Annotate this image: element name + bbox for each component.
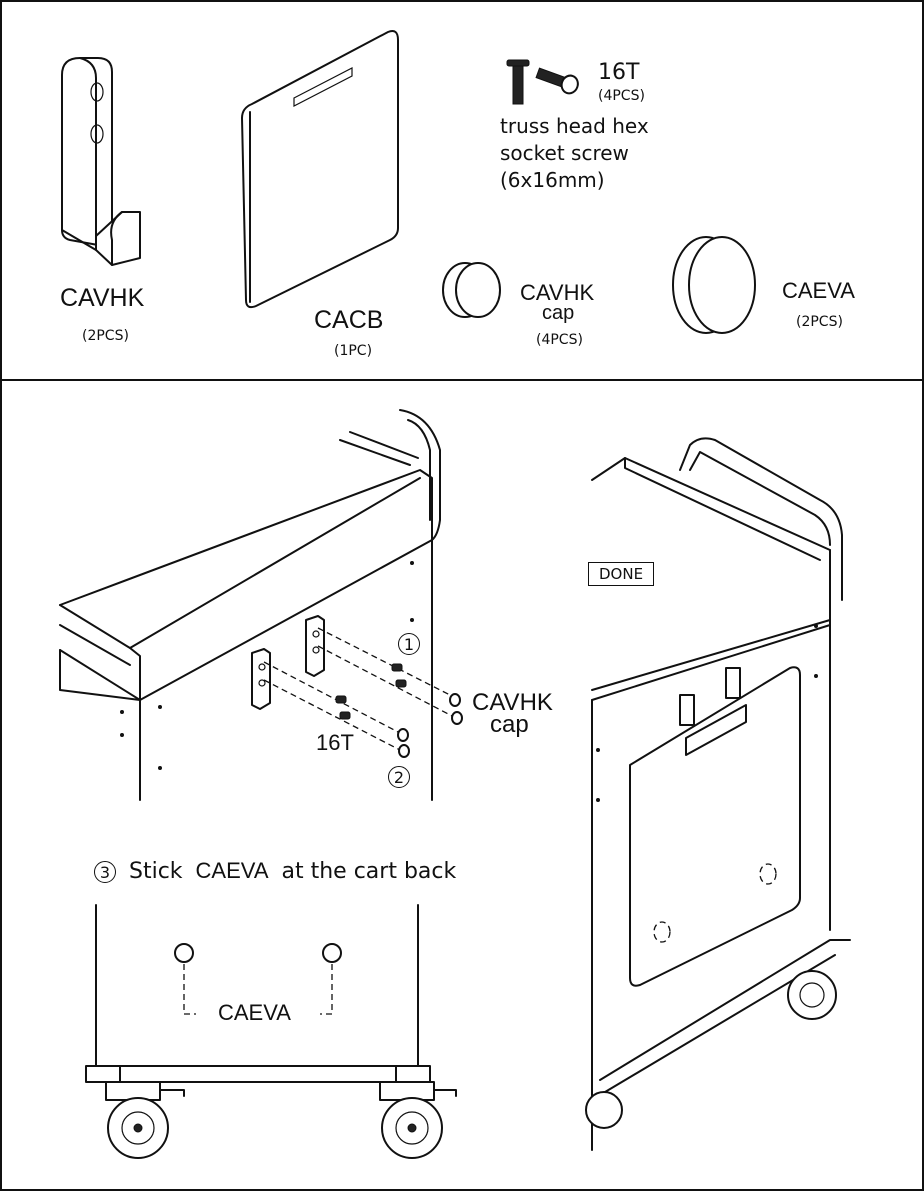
cavhk-name: CAVHK (60, 284, 145, 312)
step3-text-a: Stick (129, 859, 183, 884)
cart-done-drawing (585, 437, 851, 1151)
cacb-qty: (1PC) (334, 343, 373, 359)
caeva-qty: (2PCS) (796, 314, 843, 330)
step3-marker: 3 (94, 861, 116, 883)
assembly-panel (0, 379, 924, 1191)
screw-code: 16T (598, 60, 640, 85)
cacb-name: CACB (314, 306, 384, 334)
step3-instruction: 3 Stick CAEVA at the cart back (94, 858, 456, 884)
cavhk-qty: (2PCS) (82, 328, 129, 344)
screw-desc-line3: (6x16mm) (500, 168, 605, 192)
screw-desc-line2: socket screw (500, 141, 629, 165)
done-label: DONE (588, 562, 655, 586)
screw-desc-line1: truss head hex (500, 114, 649, 138)
step1-marker: 1 (398, 633, 420, 655)
screw-label: 16T (316, 730, 354, 755)
step2-marker: 2 (388, 766, 410, 788)
cavhk-cap-name-line1: CAVHK (520, 280, 595, 305)
cart-back-drawing (85, 904, 457, 1159)
screw-drawings (506, 59, 579, 105)
caeva-disc-drawing (672, 236, 756, 334)
cavhk-hook-drawing (61, 57, 141, 266)
cacb-plate-drawing (241, 30, 399, 309)
cap-label-line1: CAVHK (472, 689, 553, 716)
caeva-back-label: CAEVA (218, 1000, 291, 1025)
step3-text-c: at the cart back (281, 859, 457, 884)
caeva-name: CAEVA (782, 278, 855, 303)
cavhk-cap-name-line2: cap (542, 302, 575, 324)
cap-label-line2: cap (490, 711, 529, 738)
cart-closeup-drawing (59, 409, 463, 801)
screw-qty: (4PCS) (598, 88, 645, 104)
cavhk-cap-drawing (442, 262, 501, 318)
cavhk-cap-qty: (4PCS) (536, 332, 583, 348)
step3-text-b: CAEVA (195, 858, 269, 883)
